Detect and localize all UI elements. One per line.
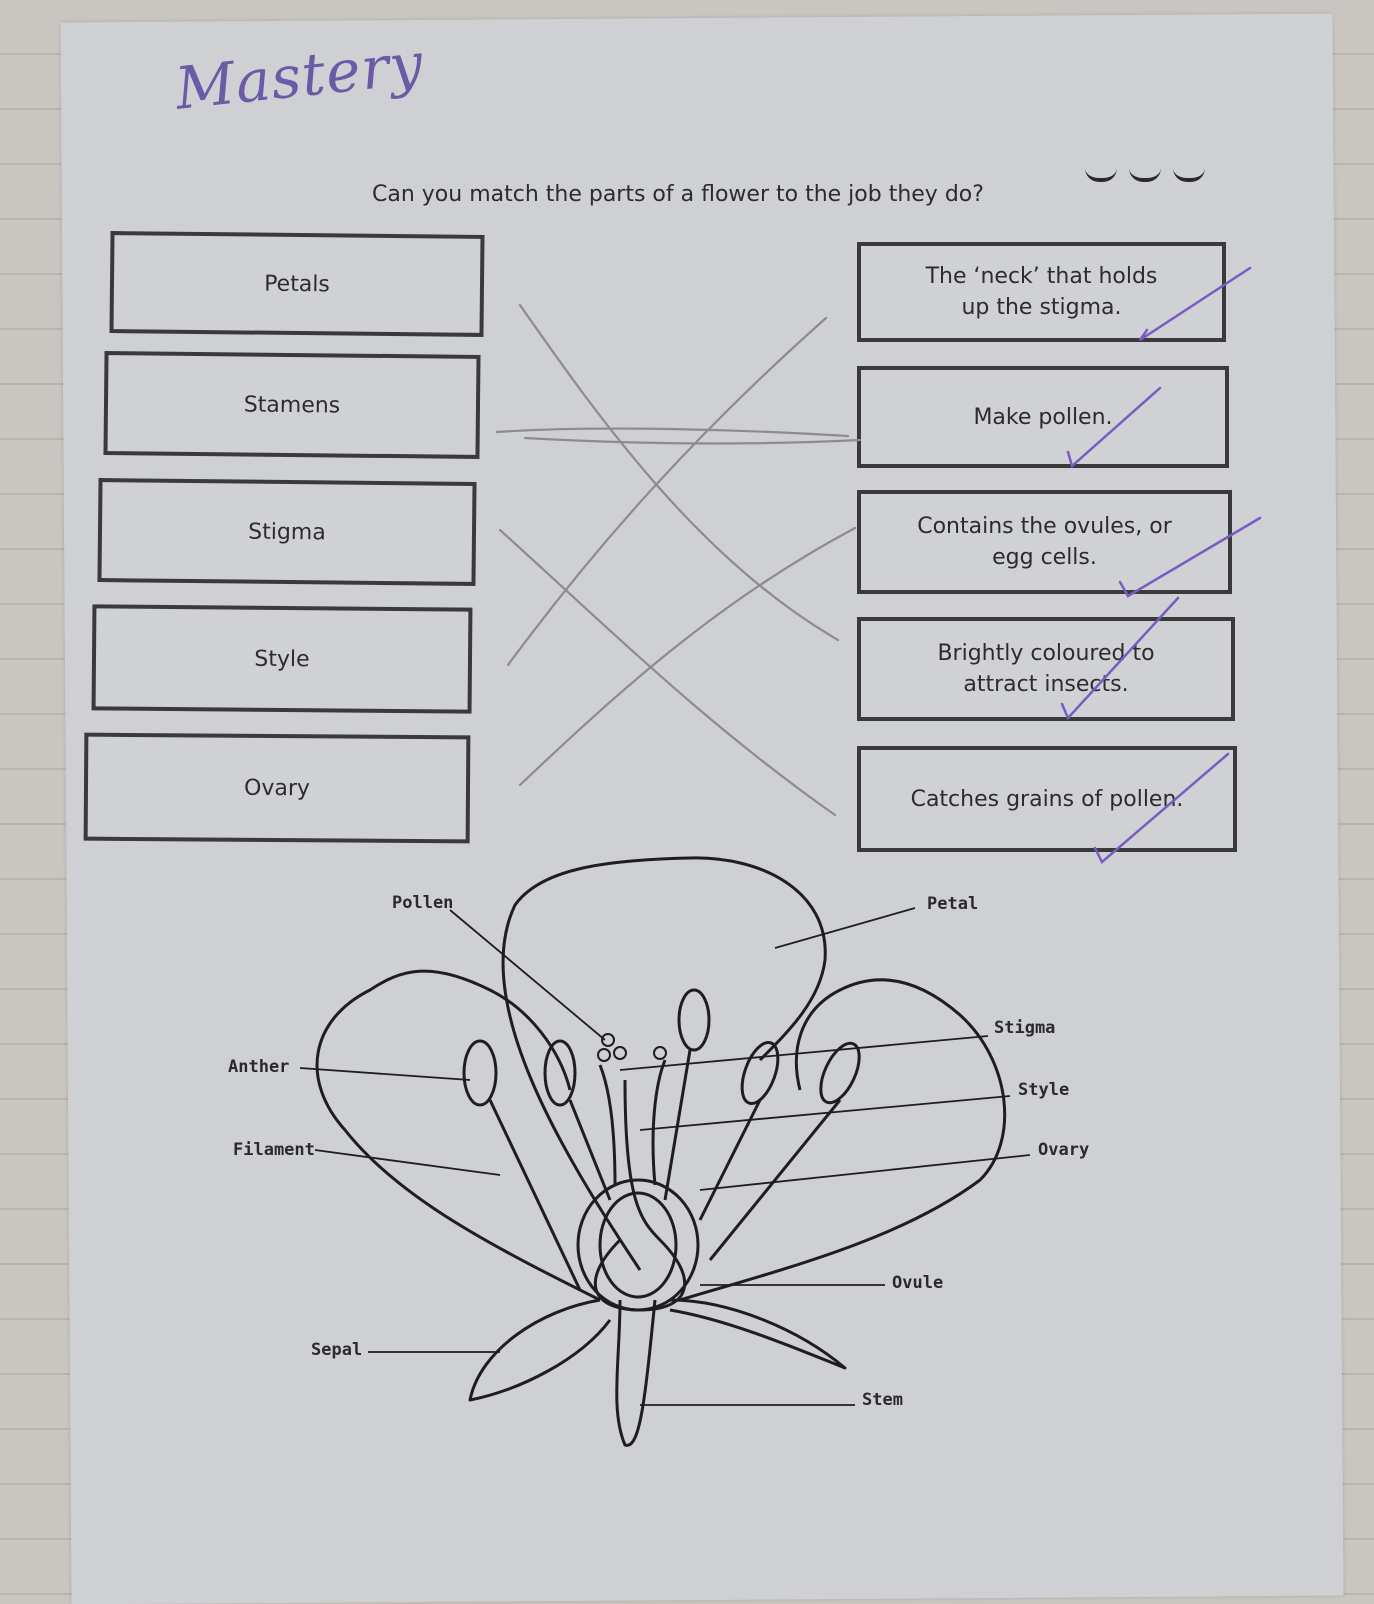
- match-line-style: [506, 316, 828, 667]
- label-petal: Petal: [927, 894, 979, 914]
- label-stem: Stem: [862, 1390, 903, 1410]
- stem: [615, 1299, 657, 1447]
- self-assessment-smileys: [1085, 168, 1205, 182]
- label-style: Style: [1018, 1080, 1070, 1100]
- pollen-grains: [597, 1033, 667, 1062]
- leader-ovary: [699, 1154, 1031, 1191]
- label-ovary: Ovary: [1038, 1140, 1090, 1160]
- match-line-petals: [518, 303, 840, 642]
- label-filament: Filament: [233, 1140, 315, 1160]
- job-box-ovules: Contains the ovules, or egg cells.: [857, 490, 1232, 594]
- leader-style: [639, 1095, 1011, 1131]
- match-line-stigma: [498, 528, 837, 817]
- job-label: Make pollen.: [973, 404, 1113, 430]
- stamens: [462, 988, 861, 1291]
- job-label: Catches grains of pollen.: [910, 786, 1184, 812]
- label-ovule: Ovule: [892, 1273, 944, 1293]
- tick-icon: [1093, 752, 1230, 864]
- sepal-left: [468, 1298, 612, 1402]
- job-box-bright-colour: Brightly coloured to attract insects.: [857, 617, 1235, 721]
- leader-stigma: [619, 1035, 989, 1071]
- ovary-inner: [598, 1191, 678, 1299]
- label-anther: Anther: [228, 1057, 290, 1077]
- match-line-stamens: [495, 427, 850, 438]
- leader-anther: [299, 1067, 471, 1081]
- leader-pollen: [449, 909, 606, 1041]
- job-box-make-pollen: Make pollen.: [857, 366, 1229, 468]
- smiley-icon: [1129, 168, 1161, 182]
- job-label: The ‘neck’ that holds up the stigma.: [925, 264, 1158, 320]
- tick-icon: [1138, 266, 1252, 342]
- sepal-right: [669, 1298, 847, 1370]
- petal-left: [315, 969, 601, 1302]
- question-text: Can you match the parts of a flower to t…: [372, 182, 984, 207]
- tick-icon: [1118, 516, 1262, 598]
- ovary-body: [576, 1178, 700, 1312]
- leader-petal: [774, 907, 916, 949]
- smiley-icon: [1085, 168, 1117, 182]
- petal-right: [679, 978, 1007, 1302]
- smiley-icon: [1173, 168, 1205, 182]
- style-right: [651, 1059, 667, 1186]
- label-sepal: Sepal: [311, 1340, 363, 1360]
- style-left: [598, 1064, 617, 1186]
- match-line-ovary: [518, 526, 857, 787]
- label-pollen: Pollen: [392, 893, 454, 913]
- match-line-stamens-2: [523, 436, 862, 445]
- leader-filament: [314, 1149, 501, 1176]
- petal-top: [501, 856, 827, 1271]
- job-label: Contains the ovules, or egg cells.: [917, 514, 1172, 570]
- tick-icon: [1066, 386, 1162, 469]
- label-stigma: Stigma: [994, 1018, 1056, 1038]
- tick-icon: [1060, 596, 1180, 721]
